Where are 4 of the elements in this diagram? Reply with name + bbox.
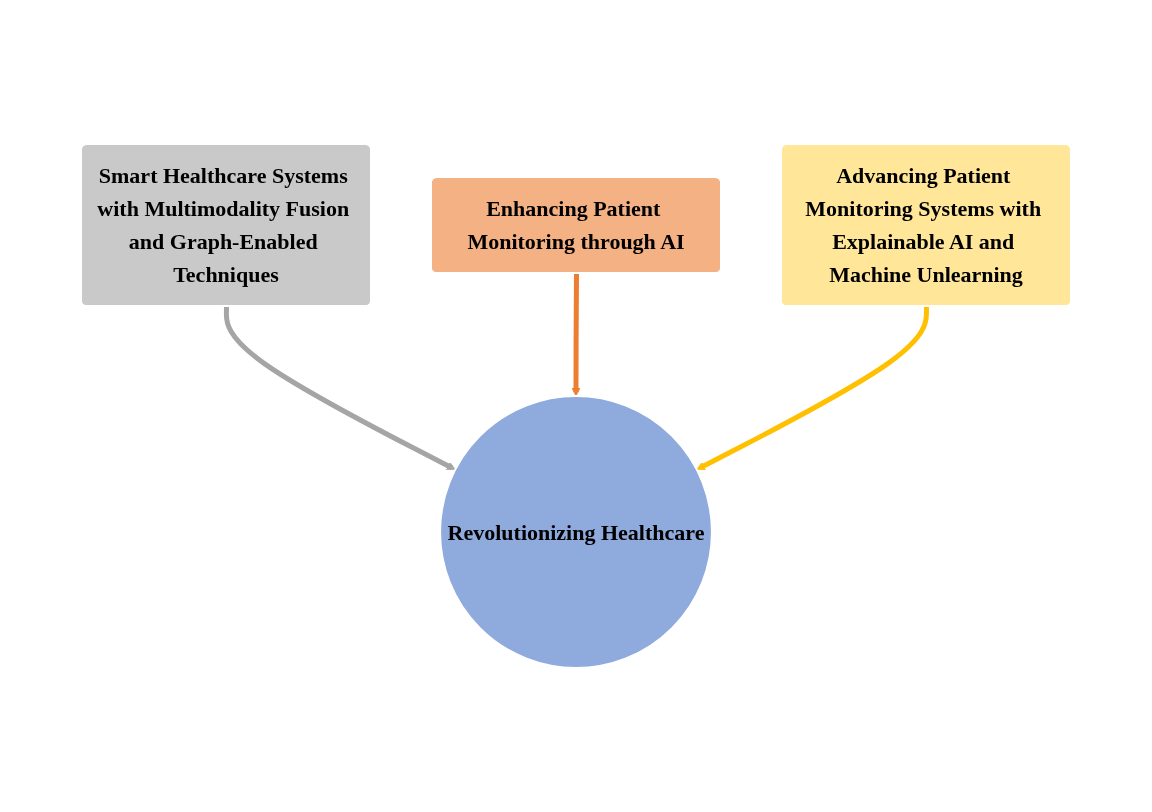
node-circle: Revolutionizing Healthcare: [439, 395, 713, 669]
arrow: [571, 273, 581, 397]
arrow: [696, 306, 929, 470]
arrow: [223, 306, 456, 470]
